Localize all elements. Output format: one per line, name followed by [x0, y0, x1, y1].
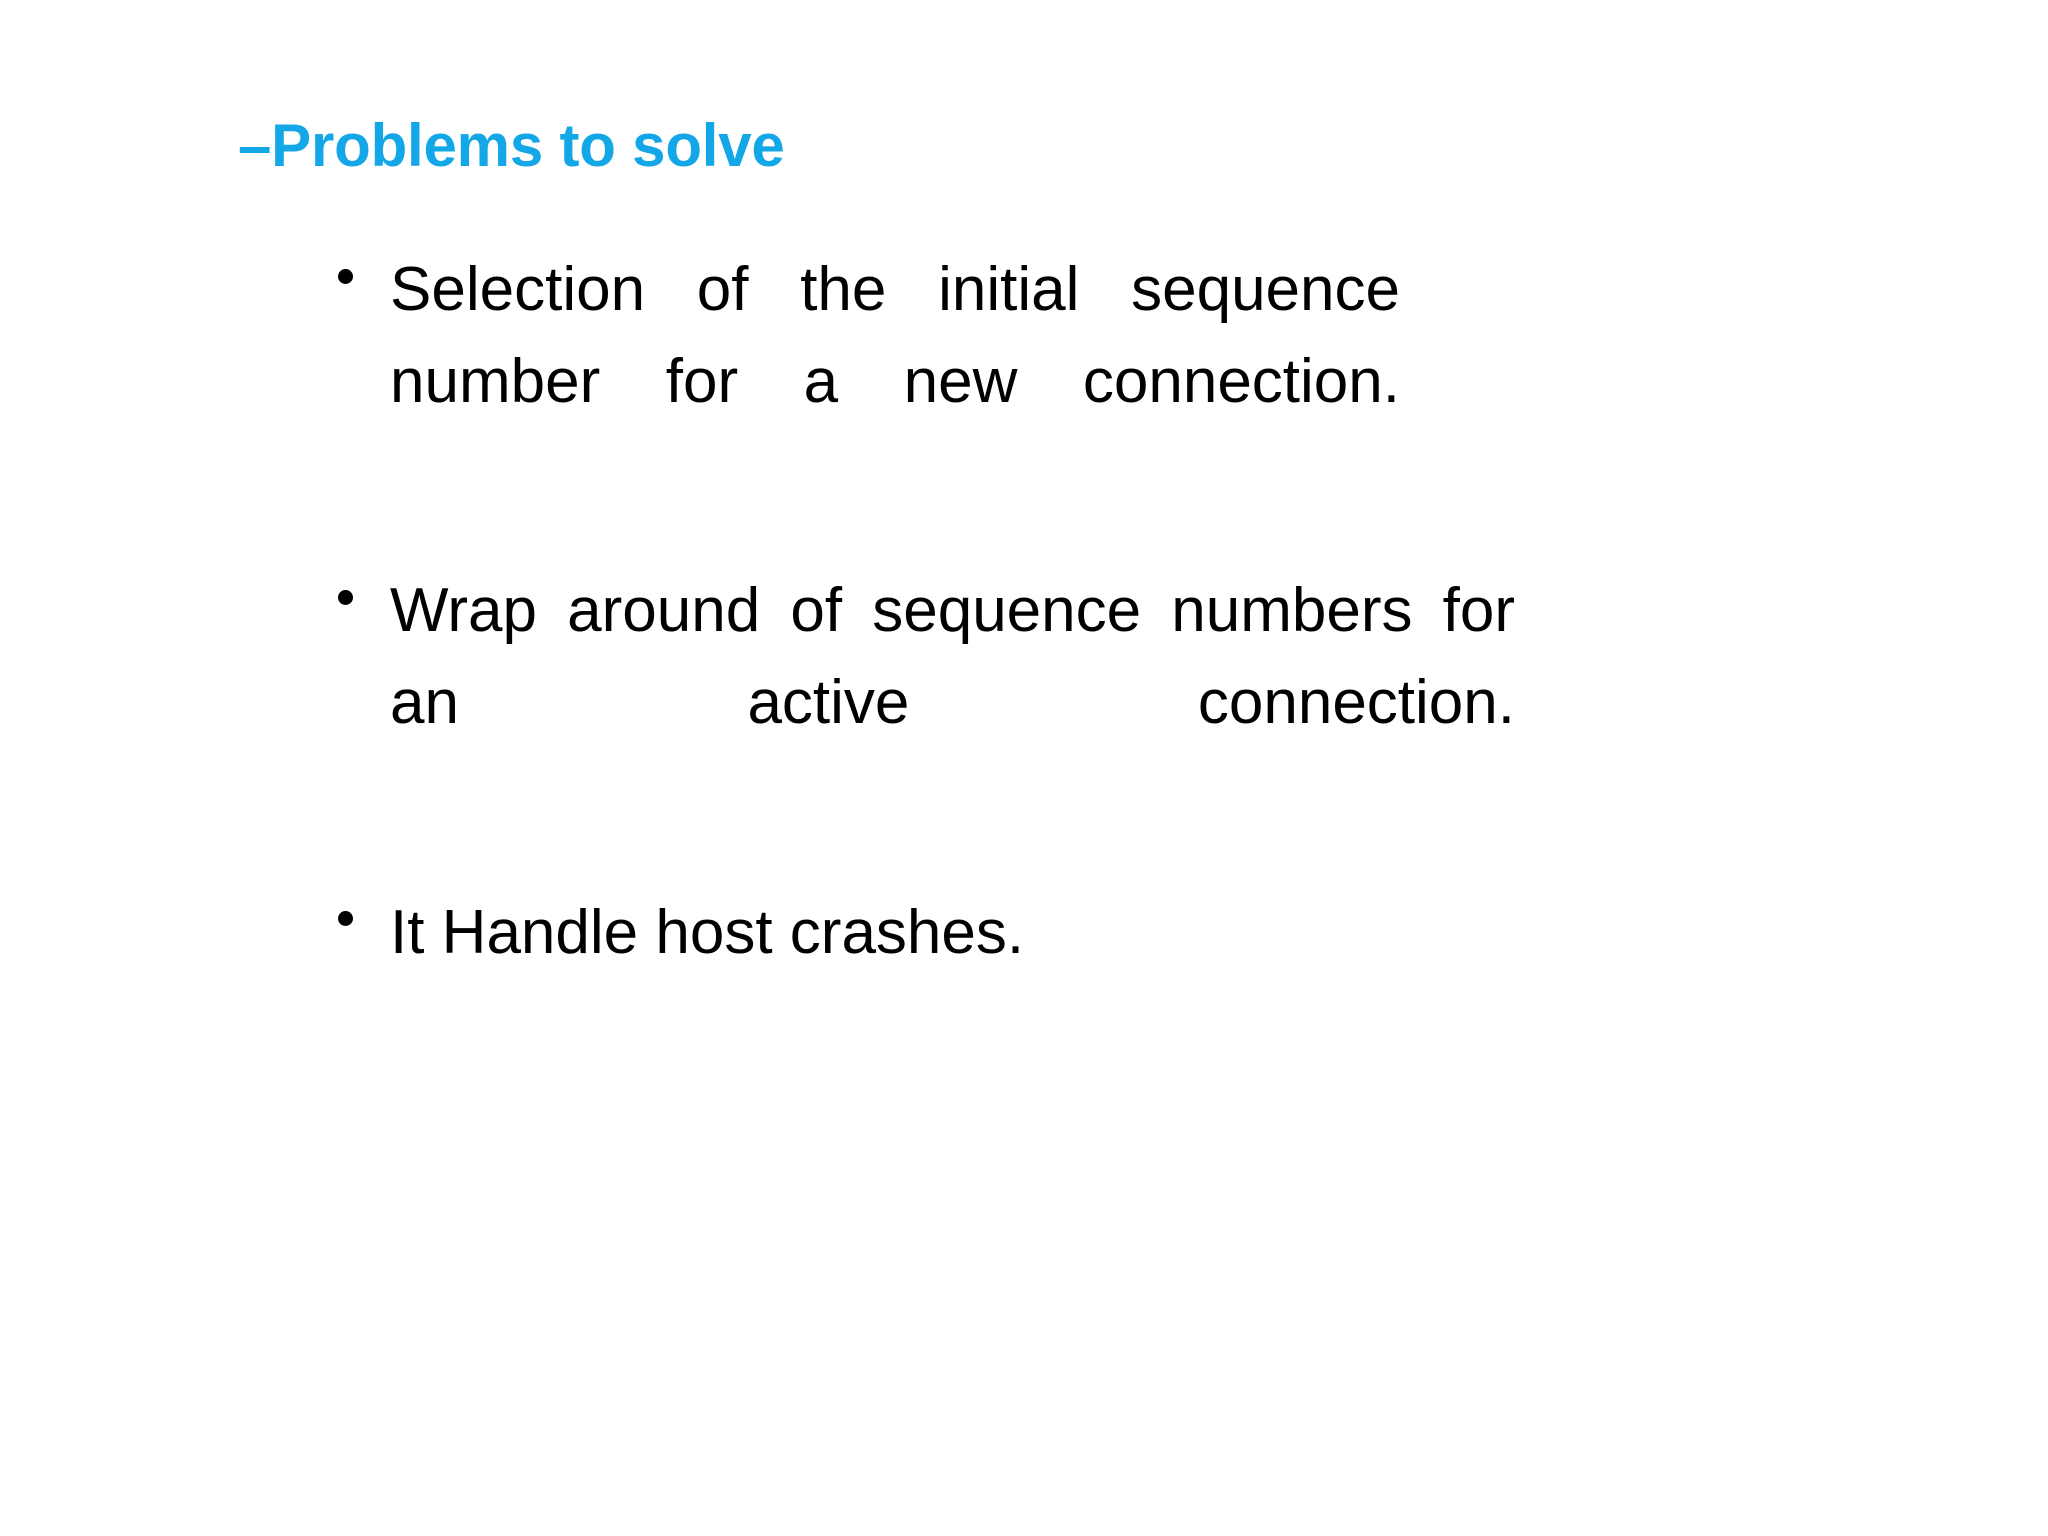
page-title: –Problems to solve [238, 112, 785, 179]
list-item-label: Selection of the initial sequence number… [390, 255, 1400, 416]
list-item-label: Wrap around of sequence numbers for an a… [390, 576, 1515, 737]
bullet-dot-icon [338, 590, 353, 606]
list-item: Selection of the initial sequence number… [330, 244, 1400, 519]
list-item: Wrap around of sequence numbers for an a… [330, 565, 1515, 840]
bullet-dot-icon [338, 268, 353, 284]
bullet-dot-icon [338, 911, 353, 927]
bullet-list: Selection of the initial sequence number… [330, 244, 1840, 978]
list-item-label: It Handle host crashes. [390, 897, 1025, 967]
list-item: It Handle host crashes. [330, 887, 1515, 979]
